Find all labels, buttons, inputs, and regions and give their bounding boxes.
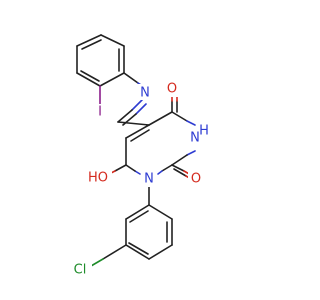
ring-nh-nitrogen-label: N — [190, 131, 200, 146]
bond — [171, 154, 188, 166]
label-backdrop — [188, 171, 204, 187]
label-backdrop — [138, 84, 152, 100]
bond — [114, 164, 127, 172]
bond — [125, 204, 150, 220]
label-backdrop — [142, 172, 156, 187]
ring-nitrogen-label: N — [144, 172, 154, 187]
label-backdrop — [165, 82, 179, 97]
pyrimidine-ring — [125, 111, 196, 175]
bond — [76, 34, 102, 47]
label-backdrop — [93, 104, 107, 119]
bond — [148, 111, 173, 126]
bond — [130, 129, 150, 142]
bond — [125, 244, 150, 260]
bond — [102, 244, 127, 260]
label-backdrop — [86, 171, 112, 186]
bond — [129, 210, 149, 223]
bond — [157, 170, 163, 175]
bond — [171, 111, 188, 122]
imine-nitrogen-label: N — [140, 86, 150, 101]
bond — [134, 170, 141, 175]
bond — [148, 244, 173, 260]
bond — [186, 120, 196, 126]
bond — [76, 72, 101, 87]
bond — [128, 242, 149, 255]
carbonyl-oxygen-right-label: O — [191, 172, 201, 187]
bond — [80, 70, 100, 82]
bond-imine-double — [131, 99, 143, 111]
bond-chlorine — [90, 258, 104, 267]
bond — [125, 124, 150, 139]
bond — [81, 39, 102, 50]
molecule-structure: N I O N H O N HO Cl — [68, 34, 216, 278]
iodine-label: I — [98, 105, 102, 120]
iodophenyl-ring — [76, 34, 125, 87]
ring-nh-hydrogen-label: H — [199, 124, 209, 139]
bond — [100, 34, 125, 47]
hydroxyl-label: HO — [88, 171, 108, 186]
bond — [161, 164, 173, 172]
bond — [148, 204, 173, 220]
bond — [186, 150, 196, 156]
bond — [99, 72, 125, 87]
bond — [171, 164, 185, 172]
label-backdrop — [188, 130, 216, 146]
bond — [123, 72, 139, 84]
carbonyl-oxygen-top-label: O — [167, 82, 177, 97]
bond-imine-double — [135, 103, 147, 115]
bond — [117, 121, 150, 126]
bond — [117, 109, 133, 123]
chlorophenyl-ring — [102, 204, 173, 260]
chlorine-label: Cl — [74, 263, 87, 278]
bond — [125, 164, 136, 172]
label-backdrop — [68, 262, 92, 278]
bond — [173, 168, 187, 177]
